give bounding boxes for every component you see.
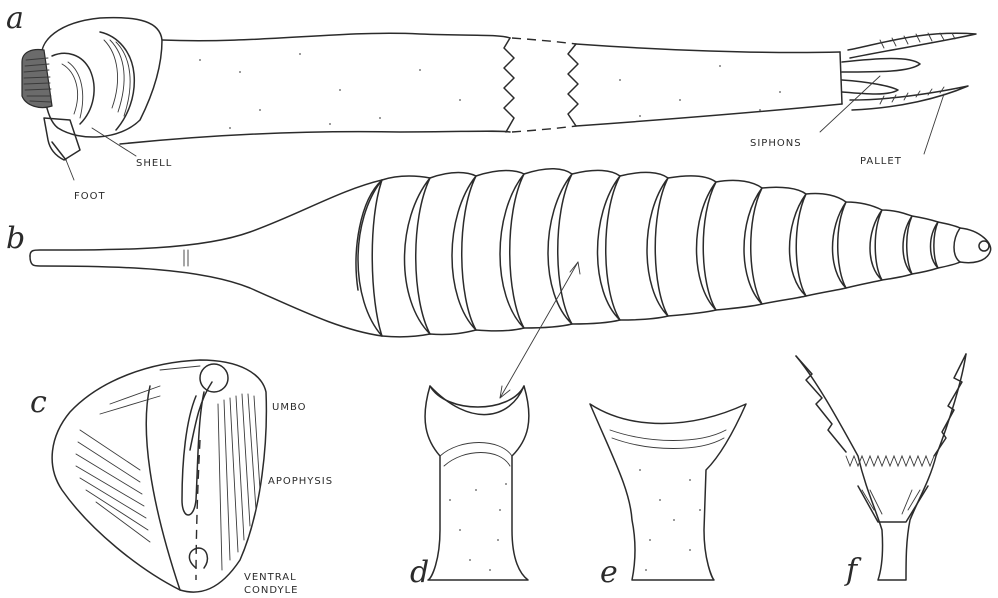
- break-right-zigzag: [568, 44, 578, 126]
- tail-bottom-edge: [576, 104, 842, 126]
- figure-c-shell-valve: c UMBO APOPHYSIS VENTRAL CONDYLE: [30, 360, 333, 596]
- foot-pointer: [66, 160, 74, 180]
- break-dash-bottom: [512, 126, 576, 132]
- figure-letter-c: c: [30, 385, 47, 420]
- label-siphons: SIPHONS: [750, 138, 802, 149]
- label-ventral: VENTRAL: [244, 572, 297, 583]
- stalk-bottom: [30, 256, 382, 336]
- body-top-edge: [162, 33, 510, 40]
- figure-d-pallet-detail: d: [410, 386, 529, 590]
- pallet-cups: [356, 169, 991, 337]
- body-bottom-edge: [120, 131, 510, 144]
- cup-d: [425, 386, 529, 580]
- ventral-condyle: [189, 548, 207, 568]
- pallet-lower: [850, 86, 968, 110]
- label-pallet: PALLET: [860, 156, 902, 167]
- tail-end: [840, 52, 842, 104]
- figure-b-pallet: b: [6, 169, 991, 398]
- shell-pointer: [92, 128, 136, 156]
- pallet-pointer: [924, 94, 944, 154]
- label-condyle: CONDYLE: [244, 585, 299, 596]
- figure-letter-f: f: [844, 553, 862, 588]
- cup-f: [796, 354, 966, 580]
- siphon-upper: [842, 59, 920, 73]
- figure-f-pallet-detail: f: [796, 354, 966, 588]
- pallet-upper: [848, 33, 976, 58]
- umbo-knob: [200, 364, 228, 392]
- label-foot: FOOT: [74, 191, 106, 202]
- figure-letter-d: d: [410, 555, 429, 590]
- apophysis: [182, 392, 204, 515]
- figure-letter-b: b: [6, 221, 25, 256]
- label-shell: SHELL: [136, 158, 172, 169]
- siphon-lower: [842, 80, 898, 94]
- figure-letter-e: e: [600, 555, 618, 590]
- figure-e-pallet-detail: e: [590, 404, 746, 590]
- break-dash-top: [512, 38, 576, 44]
- break-left-zigzag: [504, 38, 514, 132]
- label-umbo: UMBO: [272, 402, 307, 413]
- tail-top-edge: [576, 44, 840, 53]
- label-apophysis: APOPHYSIS: [268, 476, 333, 487]
- cup-e: [590, 404, 746, 580]
- figure-letter-a: a: [6, 1, 24, 36]
- valve-curve: [52, 53, 94, 124]
- siphons-pointer: [820, 76, 880, 132]
- valve-dashed-edge: [146, 386, 180, 590]
